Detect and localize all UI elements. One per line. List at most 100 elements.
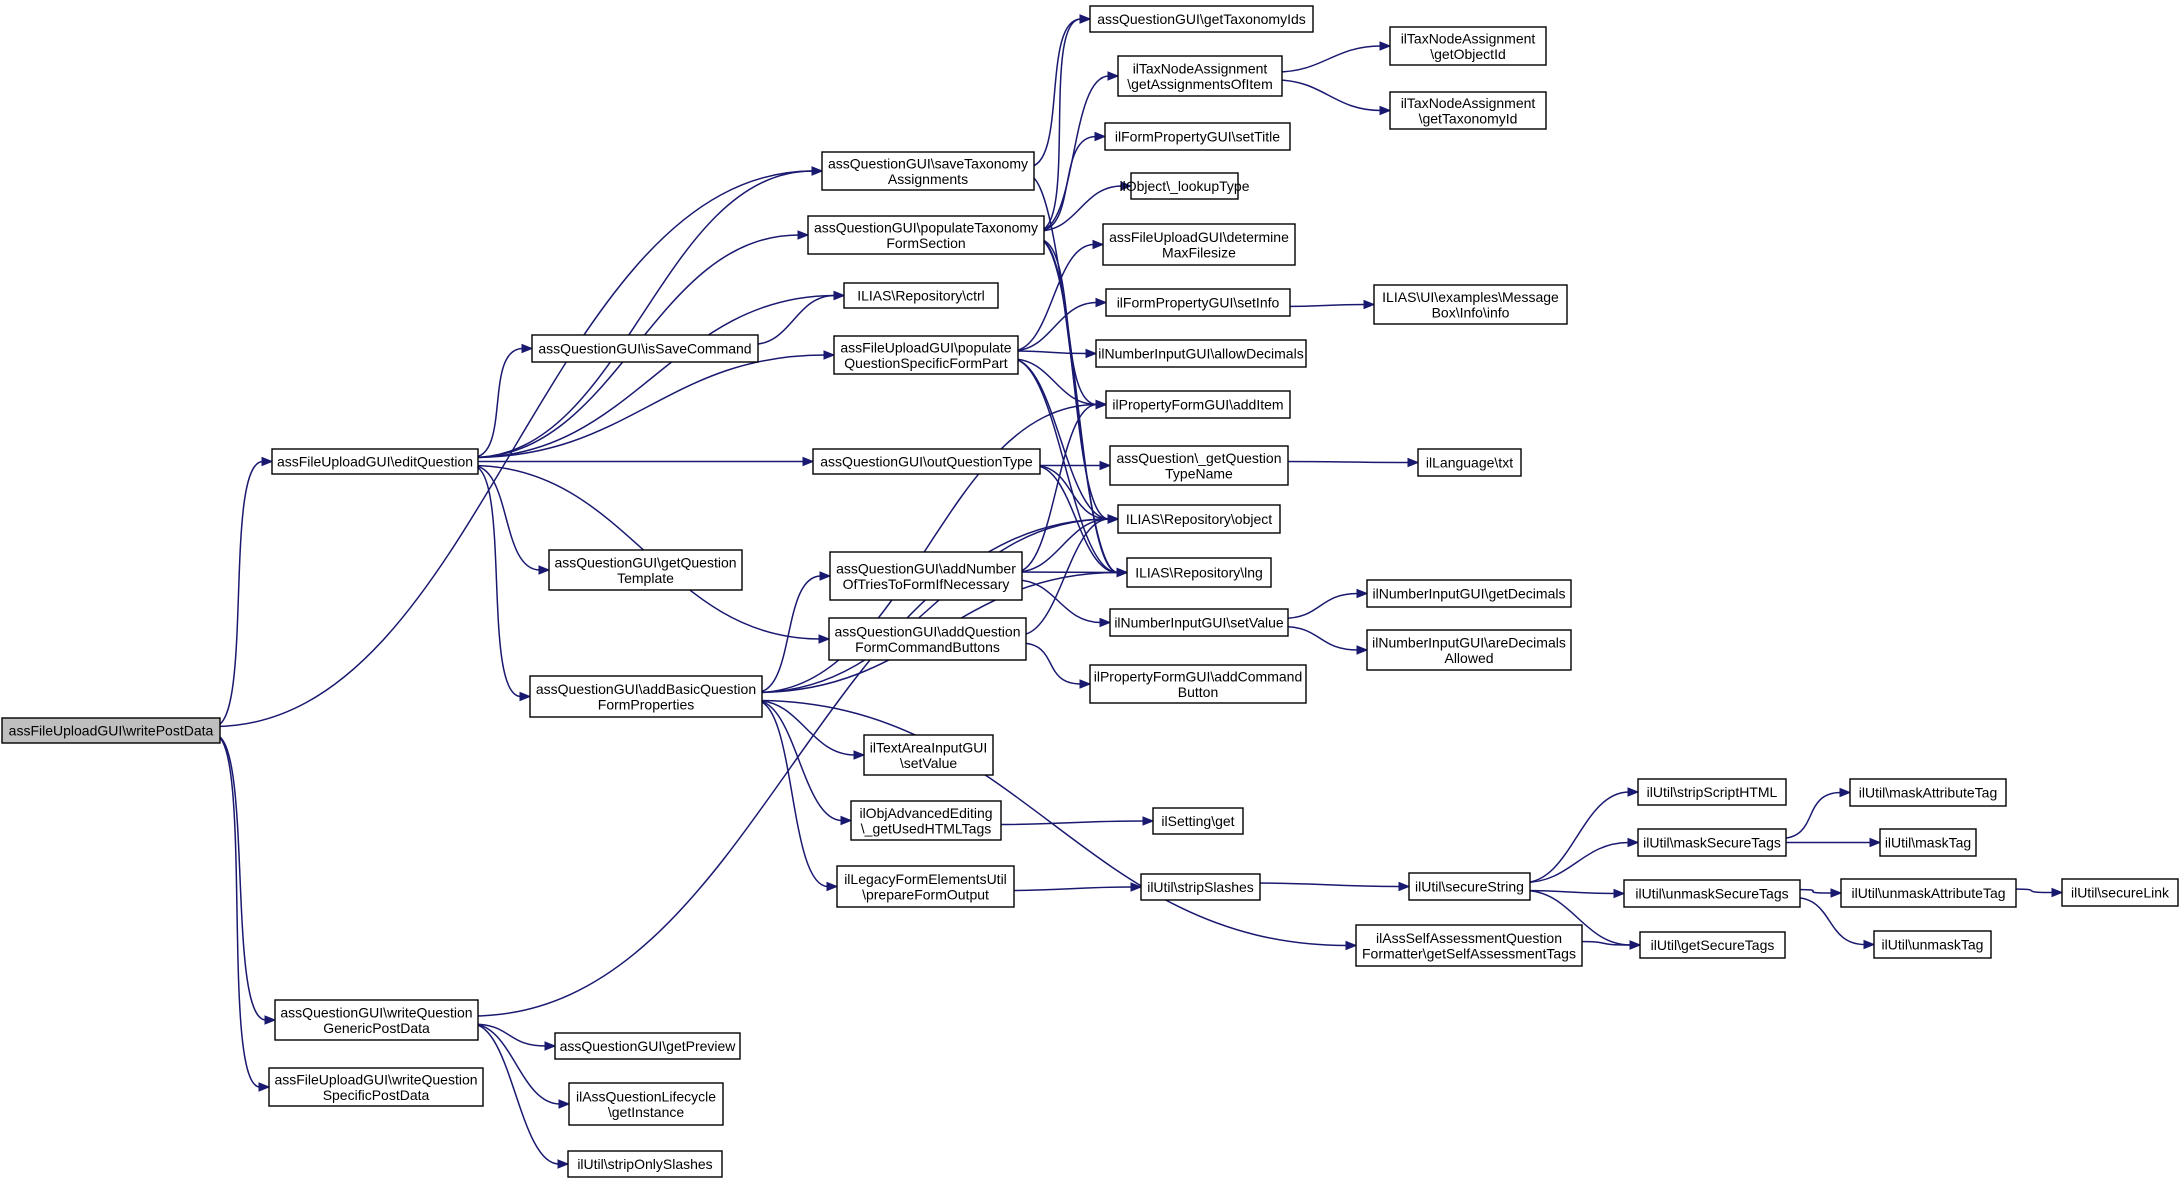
- edge-line: [1015, 579, 1102, 624]
- arrowhead-icon: [840, 815, 853, 826]
- node-label-line: ilNumberInputGUI\areDecimals: [1372, 634, 1566, 650]
- node-label-line: ilObject\_lookupType: [1120, 178, 1250, 194]
- node-lookupType[interactable]: ilObject\_lookupType: [1120, 172, 1250, 200]
- arrowhead-icon: [1869, 837, 1882, 848]
- node-writePostData[interactable]: assFileUploadGUI\writePostData: [1, 717, 221, 744]
- node-allowDecimals[interactable]: ilNumberInputGUI\allowDecimals: [1095, 339, 1307, 368]
- arrowhead-icon: [261, 456, 274, 467]
- node-maskAttributeTag[interactable]: ilUtil\maskAttributeTag: [1849, 778, 2007, 807]
- node-maskTag[interactable]: ilUtil\maskTag: [1879, 828, 1977, 857]
- node-addBasicQFP[interactable]: assQuestionGUI\addBasicQuestionFormPrope…: [529, 675, 763, 718]
- node-stripSlashes[interactable]: ilUtil\stripSlashes: [1140, 873, 1261, 901]
- arrowhead-icon: [1627, 837, 1640, 848]
- node-unmaskAttributeTag[interactable]: ilUtil\unmaskAttributeTag: [1840, 878, 2017, 908]
- node-label-line: ilFormPropertyGUI\setTitle: [1115, 129, 1280, 145]
- edge-line: [471, 464, 522, 698]
- node-box: [1873, 930, 1992, 959]
- node-stripScriptHTML[interactable]: ilUtil\stripScriptHTML: [1637, 778, 1787, 806]
- node-label-line: ILIAS\UI\examples\Message: [1382, 289, 1559, 305]
- node-unmaskTag[interactable]: ilUtil\unmaskTag: [1873, 930, 1992, 959]
- node-outQuestionType[interactable]: assQuestionGUI\outQuestionType: [812, 448, 1041, 475]
- node-ctrl[interactable]: ILIAS\Repository\ctrl: [843, 282, 999, 309]
- edge-getAssignmentsOfItem-to-getTaxonomyId: [1275, 79, 1392, 116]
- arrowhead-icon: [826, 881, 839, 892]
- node-label-line: assFileUploadGUI\determine: [1109, 229, 1289, 245]
- edge-line: [1037, 185, 1123, 232]
- node-label-line: ilNumberInputGUI\allowDecimals: [1098, 346, 1303, 362]
- arrowhead-icon: [1079, 14, 1092, 24]
- node-maskSecureTags[interactable]: ilUtil\maskSecureTags: [1637, 828, 1787, 857]
- node-secureString[interactable]: ilUtil\secureString: [1408, 872, 1531, 901]
- node-label-line: Button: [1178, 684, 1218, 700]
- node-label-line: \_getUsedHTMLTags: [861, 820, 991, 836]
- node-getSecureTags[interactable]: ilUtil\getSecureTags: [1639, 931, 1786, 959]
- arrowhead-icon: [2051, 887, 2064, 898]
- node-writeQSPD[interactable]: assFileUploadGUI\writeQuestionSpecificPo…: [268, 1067, 484, 1107]
- node-getPreview[interactable]: assQuestionGUI\getPreview: [554, 1032, 741, 1060]
- node-secureLink[interactable]: ilUtil\secureLink: [2061, 878, 2179, 907]
- node-numberSetValue[interactable]: ilNumberInputGUI\setValue: [1109, 608, 1289, 637]
- edge-addBasicQFP-to-prepareFormOutput: [755, 699, 839, 892]
- node-lifecycleGetInstance[interactable]: ilAssQuestionLifecycle\getInstance: [568, 1082, 724, 1126]
- node-label-line: ilSetting\get: [1161, 813, 1234, 829]
- node-writeQGPD[interactable]: assQuestionGUI\writeQuestionGenericPostD…: [274, 999, 479, 1041]
- node-box: [1840, 878, 2017, 908]
- node-label-line: assQuestionGUI\getTaxonomyIds: [1097, 11, 1306, 27]
- node-addItem[interactable]: ilPropertyFormGUI\addItem: [1105, 390, 1291, 419]
- node-getTaxonomyId[interactable]: ilTaxNodeAssignment\getTaxonomyId: [1389, 91, 1547, 130]
- node-label-line: assQuestionGUI\saveTaxonomy: [828, 155, 1028, 171]
- node-setInfo[interactable]: ilFormPropertyGUI\setInfo: [1105, 288, 1291, 317]
- edge-line: [471, 354, 826, 459]
- edge-line: [755, 575, 822, 694]
- node-unmaskSecureTags[interactable]: ilUtil\unmaskSecureTags: [1623, 879, 1801, 908]
- node-label-line: Template: [617, 570, 674, 586]
- node-getTaxonomyIds[interactable]: assQuestionGUI\getTaxonomyIds: [1089, 5, 1314, 33]
- arrowhead-icon: [1345, 940, 1358, 951]
- node-addNumberOfTries[interactable]: assQuestionGUI\addNumberOfTriesToFormIfN…: [829, 551, 1023, 601]
- node-getDecimals[interactable]: ilNumberInputGUI\getDecimals: [1366, 579, 1572, 608]
- edge-line: [1283, 303, 1366, 308]
- node-addQFCB[interactable]: assQuestionGUI\addQuestionFormCommandBut…: [828, 617, 1027, 661]
- node-settingGet[interactable]: ilSetting\get: [1152, 807, 1244, 835]
- node-label-line: ilUtil\getSecureTags: [1651, 937, 1775, 953]
- node-populateTaxonomy[interactable]: assQuestionGUI\populateTaxonomyFormSecti…: [807, 215, 1045, 255]
- edge-line: [471, 518, 1110, 1017]
- node-getObjectId[interactable]: ilTaxNodeAssignment\getObjectId: [1389, 26, 1547, 66]
- node-getAssignmentsOfItem[interactable]: ilTaxNodeAssignment\getAssignmentsOfItem: [1117, 55, 1283, 97]
- node-setTitle[interactable]: ilFormPropertyGUI\setTitle: [1104, 122, 1291, 151]
- node-getUsedHTMLTags[interactable]: ilObjAdvancedEditing\_getUsedHTMLTags: [850, 800, 1002, 841]
- node-textAreaSetValue[interactable]: ilTextAreaInputGUI\setValue: [863, 734, 994, 776]
- node-getSelfAssessmentTags[interactable]: ilAssSelfAssessmentQuestionFormatter\get…: [1355, 924, 1583, 967]
- node-stripOnlySlashes[interactable]: ilUtil\stripOnlySlashes: [567, 1150, 723, 1178]
- node-object[interactable]: ILIAS\Repository\object: [1117, 504, 1281, 534]
- node-prepareFormOutput[interactable]: ilLegacyFormElementsUtil\prepareFormOutp…: [836, 865, 1015, 908]
- edge-line: [1011, 350, 1088, 355]
- edge-populateTaxonomy-to-getAssignmentsOfItem: [1037, 71, 1120, 232]
- edge-line: [755, 518, 1110, 694]
- edge-line: [471, 170, 814, 459]
- edge-getUsedHTMLTags-to-settingGet: [994, 816, 1155, 826]
- edge-unmaskSecureTags-to-unmaskAttributeTag: [1793, 888, 1843, 898]
- node-label-line: ilUtil\secureString: [1415, 879, 1524, 895]
- edge-line: [994, 820, 1145, 826]
- node-lng[interactable]: ILIAS\Repository\lng: [1126, 557, 1272, 588]
- edge-line: [1033, 464, 1110, 520]
- node-isSaveCommand[interactable]: assQuestionGUI\isSaveCommand: [531, 334, 759, 363]
- arrowhead-icon: [1107, 71, 1120, 81]
- node-languageTxt[interactable]: ilLanguage\txt: [1417, 448, 1522, 477]
- node-populateQSFP[interactable]: assFileUploadGUI\populateQuestionSpecifi…: [833, 335, 1019, 375]
- node-label-line: TypeName: [1165, 465, 1233, 481]
- edge-editQuestion-to-ctrl: [471, 290, 846, 459]
- node-label-line: ilLanguage\txt: [1426, 455, 1513, 471]
- node-editQuestion[interactable]: assFileUploadGUI\editQuestion: [271, 448, 479, 475]
- edge-line: [1011, 301, 1098, 352]
- node-label-line: ILIAS\Repository\ctrl: [857, 288, 985, 304]
